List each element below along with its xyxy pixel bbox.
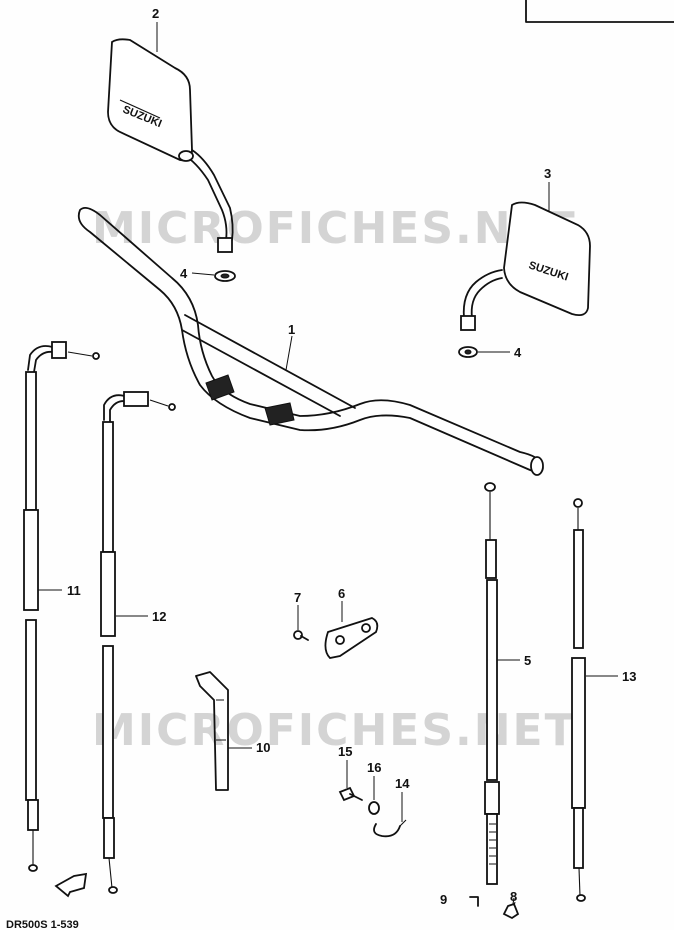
cable-speedometer — [571, 498, 586, 902]
callout-14: 14 — [395, 776, 410, 791]
handlebar — [77, 206, 544, 476]
callout-13: 13 — [622, 669, 636, 684]
clip-14 — [373, 819, 407, 838]
mirror-right: SUZUKI — [458, 201, 591, 358]
screw-9 — [469, 896, 479, 907]
nut-16 — [368, 801, 380, 815]
callout-10: 10 — [256, 740, 270, 755]
screw-8 — [502, 897, 520, 920]
bolt-7 — [293, 630, 309, 641]
callout-4-left: 4 — [180, 266, 188, 281]
callout-9: 9 — [440, 892, 447, 907]
callout-12: 12 — [152, 609, 166, 624]
forward-arrow-icon — [54, 872, 88, 898]
callout-1: 1 — [288, 322, 295, 337]
frame-corner — [525, 0, 674, 23]
watermark-bottom: MICROFICHES.NET — [92, 705, 577, 756]
callout-6: 6 — [338, 586, 345, 601]
bolt-15 — [338, 786, 363, 802]
callout-8: 8 — [510, 889, 517, 904]
cable-clutch — [23, 341, 100, 872]
leader-lines — [38, 22, 618, 907]
mirror-left: SUZUKI — [107, 38, 236, 282]
watermark-top: MICROFICHES.NET — [92, 203, 577, 254]
callout-2: 2 — [152, 6, 159, 21]
callout-7: 7 — [294, 590, 301, 605]
cable-throttle — [100, 391, 176, 894]
callout-4-right: 4 — [514, 345, 522, 360]
callout-3: 3 — [544, 166, 551, 181]
callout-16: 16 — [367, 760, 381, 775]
callout-11: 11 — [67, 583, 81, 598]
callout-5: 5 — [524, 653, 531, 668]
hex-wrench — [195, 671, 229, 791]
diagram-code: DR500S 1-539 — [6, 919, 79, 930]
callout-15: 15 — [338, 744, 352, 759]
cable-front-brake — [484, 482, 500, 885]
bracket — [324, 617, 379, 659]
